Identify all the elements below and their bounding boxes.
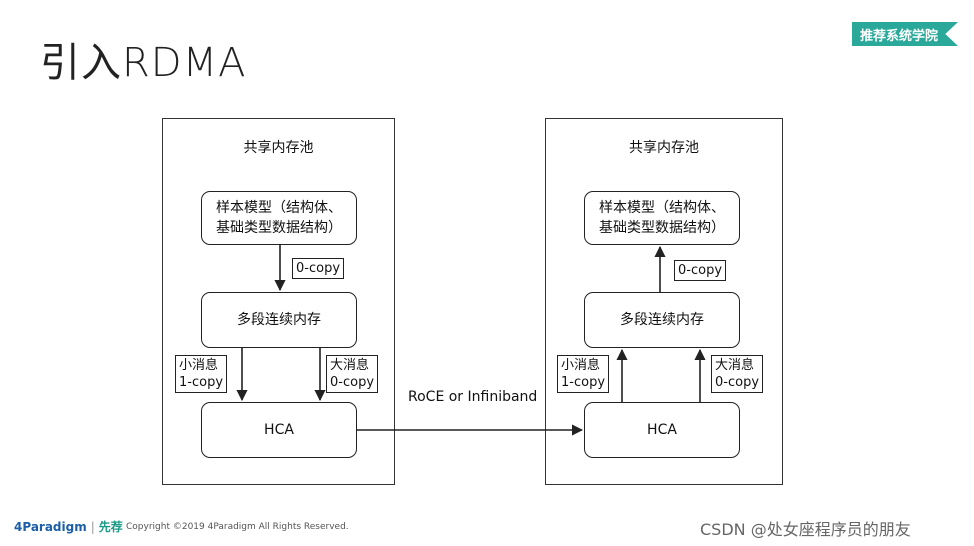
left-large-line2: 0-copy [330, 375, 375, 390]
left-model-line1: 样本模型（结构体、 [216, 200, 342, 216]
left-small-message-tag: 小消息 1-copy [175, 355, 228, 393]
left-sample-model-node: 样本模型（结构体、 基础类型数据结构） [201, 191, 357, 245]
right-large-line2: 0-copy [715, 375, 760, 390]
left-small-line1: 小消息 [179, 358, 219, 373]
left-zero-copy-label: 0-copy [296, 261, 341, 276]
left-small-line2: 1-copy [179, 375, 224, 390]
right-small-message-tag: 小消息 1-copy [557, 355, 610, 393]
left-hca-node: HCA [201, 402, 357, 458]
right-model-line1: 样本模型（结构体、 [599, 200, 725, 216]
right-hca-label: HCA [647, 422, 677, 438]
left-zero-copy-tag: 0-copy [292, 258, 345, 279]
slide-title: 引入RDMA [40, 40, 247, 86]
right-pool-title: 共享内存池 [629, 140, 699, 156]
csdn-watermark: CSDN @处女座程序员的朋友 [700, 520, 911, 539]
footer-logo: 4Paradigm|先荐 [14, 520, 123, 534]
right-hca-node: HCA [584, 402, 740, 458]
xianjian-logo: 先荐 [98, 520, 123, 534]
right-sample-model-node: 样本模型（结构体、 基础类型数据结构） [584, 191, 740, 245]
right-large-message-tag: 大消息 0-copy [711, 355, 764, 393]
left-hca-label: HCA [264, 422, 294, 438]
left-large-line1: 大消息 [330, 358, 370, 373]
right-small-line1: 小消息 [561, 358, 601, 373]
right-large-line1: 大消息 [715, 358, 755, 373]
4paradigm-logo: 4Paradigm [14, 520, 87, 534]
left-contiguous-memory-node: 多段连续内存 [201, 292, 357, 348]
right-zero-copy-tag: 0-copy [674, 260, 727, 281]
right-zero-copy-label: 0-copy [678, 263, 723, 278]
network-link-label: RoCE or Infiniband [408, 389, 538, 405]
left-memory-label: 多段连续内存 [237, 312, 321, 328]
copyright-text: Copyright ©2019 4Paradigm All Rights Res… [126, 522, 349, 532]
right-small-line2: 1-copy [561, 375, 606, 390]
right-shared-memory-pool: 共享内存池 [545, 118, 783, 485]
brand-badge: 推荐系统学院 [852, 22, 958, 46]
left-pool-title: 共享内存池 [243, 140, 314, 156]
right-model-line2: 基础类型数据结构） [599, 220, 725, 236]
right-memory-label: 多段连续内存 [620, 312, 704, 328]
left-model-line2: 基础类型数据结构） [216, 220, 342, 236]
right-contiguous-memory-node: 多段连续内存 [584, 292, 740, 348]
left-shared-memory-pool: 共享内存池 [162, 118, 395, 485]
left-large-message-tag: 大消息 0-copy [326, 355, 379, 393]
